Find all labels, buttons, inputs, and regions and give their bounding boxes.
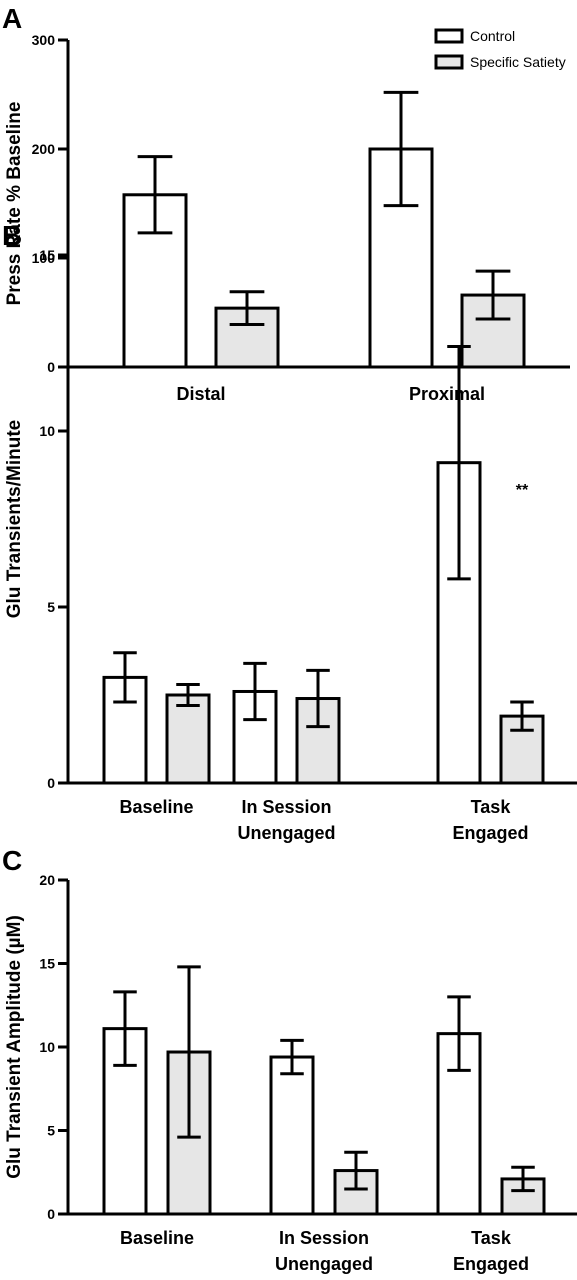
x-category-label: Unengaged [237, 823, 335, 843]
panel-letter: C [2, 845, 22, 876]
y-tick-label: 20 [39, 872, 55, 888]
x-category-label: Task [471, 797, 512, 817]
bar-series-0 [269, 1055, 315, 1216]
significance-marker: ** [516, 482, 529, 499]
x-category-label: Task [471, 1228, 512, 1248]
y-axis-label: Press Rate % Baseline [4, 102, 25, 306]
legend-swatch [434, 28, 464, 44]
x-category-label: Distal [176, 384, 225, 404]
y-tick-label: 10 [39, 1039, 55, 1055]
x-category-label: Proximal [409, 384, 485, 404]
x-category-label: Unengaged [275, 1254, 373, 1274]
x-category-label: Baseline [119, 797, 193, 817]
legend-label: Specific Satiety [470, 54, 566, 70]
y-tick-label: 300 [32, 32, 56, 48]
y-tick-label: 0 [47, 775, 55, 791]
y-tick-label: 10 [39, 423, 55, 439]
y-tick-label: 5 [47, 599, 55, 615]
x-category-label: Engaged [452, 823, 528, 843]
panel-letter: B [2, 220, 22, 251]
y-tick-label: 15 [39, 247, 55, 263]
y-tick-label: 200 [32, 141, 56, 157]
y-tick-label: 0 [47, 359, 55, 375]
x-category-label: In Session [241, 797, 331, 817]
y-axis-label: Glu Transient Amplitude (µM) [4, 915, 25, 1179]
x-category-label: Engaged [453, 1254, 529, 1274]
x-category-label: Baseline [120, 1228, 194, 1248]
y-tick-label: 0 [47, 1206, 55, 1222]
y-tick-label: 100 [32, 250, 56, 266]
legend-label: Control [470, 28, 515, 44]
y-tick-label: 5 [47, 1123, 55, 1139]
y-tick-label: 15 [39, 956, 55, 972]
x-category-label: In Session [279, 1228, 369, 1248]
panel-letter: A [2, 3, 22, 34]
bar-series-1 [165, 693, 211, 785]
legend-swatch [434, 54, 464, 70]
y-axis-label: Glu Transients/Minute [4, 420, 25, 618]
